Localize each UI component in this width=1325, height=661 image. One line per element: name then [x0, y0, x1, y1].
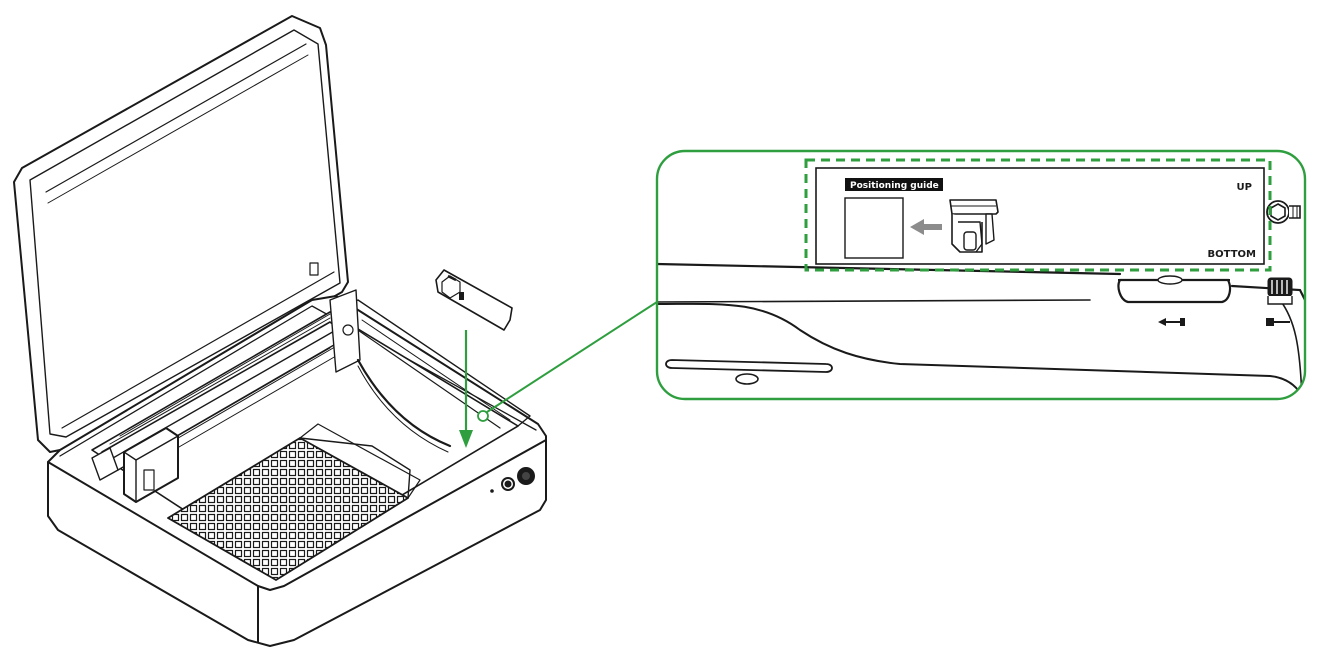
machine-edge-detail [657, 262, 1305, 399]
clip-illustration-icon [949, 199, 999, 253]
laser-engraver-machine [13, 15, 547, 647]
honeycomb-bed [167, 423, 421, 581]
callout-leader [477, 301, 658, 422]
positioning-guide-badge: Positioning guide [850, 181, 939, 191]
knob-screw-icon [1266, 277, 1293, 326]
machine-lid [13, 15, 349, 453]
positioning-guide-plate-small [435, 269, 513, 331]
bottom-label: BOTTOM [1208, 249, 1256, 260]
zoom-callout: Positioning guide UP BOTTOM [655, 149, 1307, 401]
laser-head [91, 427, 179, 503]
zoom-callout-border [655, 149, 1307, 401]
positioning-guide-plate: Positioning guide UP BOTTOM [815, 167, 1265, 265]
up-label: UP [1237, 182, 1252, 193]
install-arrow [459, 330, 473, 448]
target-square-icon [844, 197, 904, 259]
direction-arrow-icon [910, 219, 942, 235]
right-side-mechanism [329, 289, 452, 453]
highlight-dashed-frame [804, 158, 1272, 272]
lid-hinge-clip-icon [1117, 275, 1232, 326]
